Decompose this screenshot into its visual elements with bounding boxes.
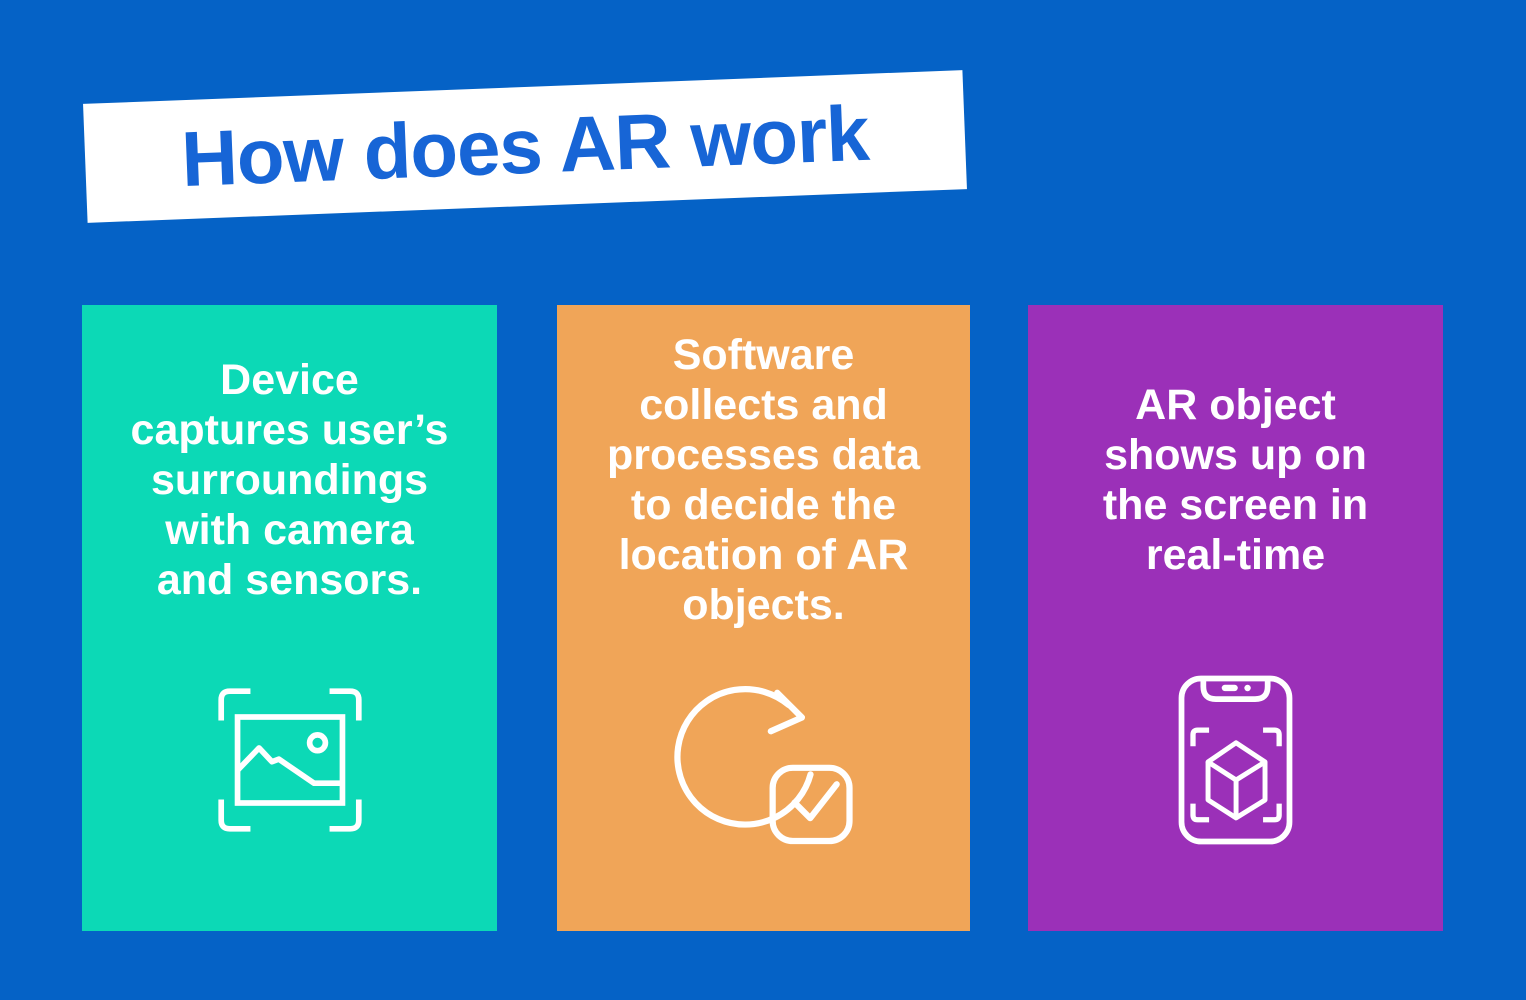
card-process-text: Software collects and processes data to … (606, 331, 921, 629)
sync-check-icon (557, 635, 970, 885)
title-banner: How does AR work (83, 70, 967, 223)
card-display: AR object shows up on the screen in real… (1028, 305, 1443, 931)
card-display-text: AR object shows up on the screen in real… (1102, 381, 1369, 579)
image-scan-icon (82, 635, 497, 885)
page-title: How does AR work (179, 88, 871, 204)
card-capture: Device captures user’s surroundings with… (82, 305, 497, 931)
card-process: Software collects and processes data to … (557, 305, 970, 931)
phone-ar-icon (1028, 635, 1443, 885)
card-capture-text: Device captures user’s surroundings with… (130, 356, 449, 604)
